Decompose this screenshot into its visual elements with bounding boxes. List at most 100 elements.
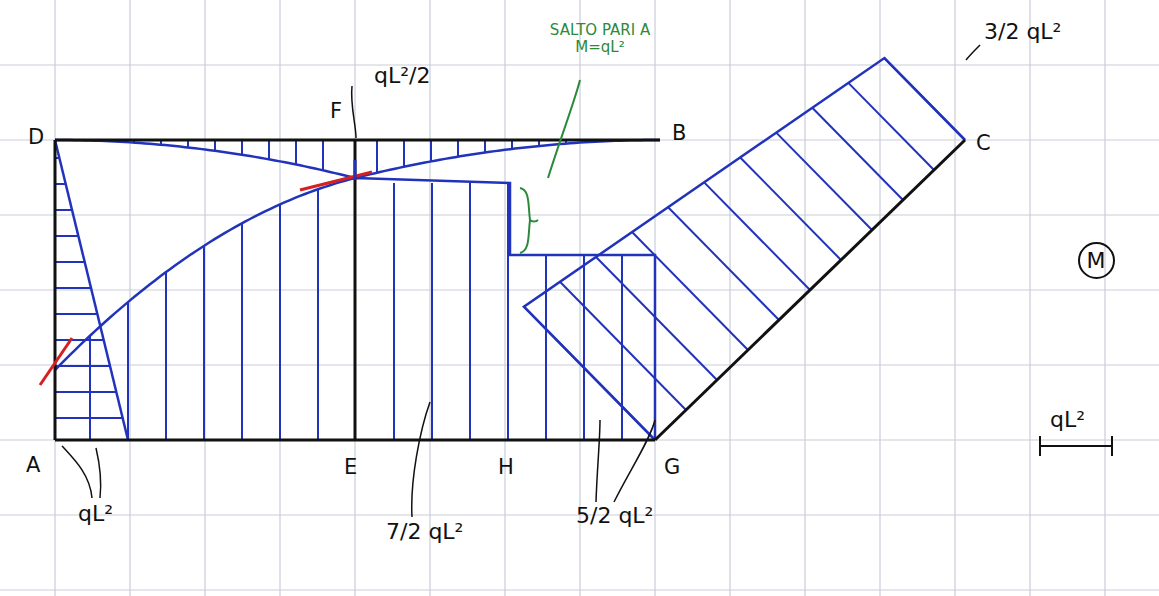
point-label: E [344, 456, 357, 479]
moment-value: 5/2 qL² [576, 504, 653, 528]
scale-tick [1111, 436, 1113, 456]
leader-line [352, 86, 356, 138]
note-text: SALTO PARI A M=qL² [540, 22, 660, 55]
moment-value: 7/2 qL² [386, 520, 463, 544]
grid-line [0, 64, 1159, 65]
grid-line [354, 0, 355, 596]
tangent-mark [40, 338, 72, 385]
point-label: C [976, 132, 991, 155]
hatch-line [214, 140, 216, 151]
hatch-line [165, 272, 167, 440]
hatch-line [740, 157, 841, 260]
beam-db [55, 139, 660, 142]
hatch-line [704, 182, 810, 290]
scale-bar [1040, 445, 1112, 447]
hatch-line [55, 287, 91, 289]
moment-curve [55, 140, 128, 440]
scale-tick [1039, 436, 1041, 456]
hatch-line [203, 246, 205, 440]
circled-symbol: M [1077, 241, 1116, 280]
hatch-line [55, 339, 104, 341]
moment-curve [55, 140, 660, 178]
node-tick [354, 160, 357, 180]
column-da [54, 140, 57, 440]
hatch-line [55, 417, 123, 419]
grid-line [804, 0, 805, 596]
grid-line [54, 0, 55, 596]
column-fe [354, 140, 357, 440]
strut-gc [655, 140, 965, 440]
hatch-line [127, 302, 129, 440]
jump-brace [520, 188, 538, 253]
grid-line [129, 0, 130, 596]
structure-frame [55, 140, 965, 440]
grid-line [279, 0, 280, 596]
hatch-line [55, 365, 110, 367]
annotation-marks [40, 45, 1112, 517]
hatch-line [776, 133, 872, 230]
hatch-line [317, 189, 319, 440]
hatch-line [430, 140, 432, 161]
hatch-line [469, 183, 471, 440]
point-label: A [26, 454, 40, 477]
grid-line [729, 0, 730, 596]
point-label: F [330, 100, 342, 123]
hatch-line [545, 255, 547, 440]
moment-value: qL² [1050, 408, 1085, 432]
hatch-line [583, 255, 585, 440]
point-label: D [28, 126, 44, 149]
hatch-line [55, 183, 66, 185]
moment-value: qL²/2 [374, 64, 430, 88]
hatch-line [55, 391, 116, 393]
grid-line [504, 0, 505, 596]
hatch-line [55, 313, 97, 315]
grid-line [0, 289, 1159, 290]
hatch-line [484, 140, 486, 153]
hatch-line [632, 232, 748, 350]
grid-line [954, 0, 955, 596]
hatch-line [55, 235, 78, 237]
hatch-line [241, 223, 243, 440]
hatch-line [812, 108, 903, 200]
leader-line [548, 80, 580, 178]
grid-line [0, 589, 1159, 590]
hatch-line [89, 336, 91, 440]
hatch-line [668, 207, 779, 320]
moment-value: qL² [78, 502, 113, 526]
tangent-mark [300, 172, 372, 190]
hatch-line [55, 209, 72, 211]
point-label: G [664, 456, 680, 479]
point-label: H [498, 456, 514, 479]
hatch-line [322, 140, 324, 170]
grid-line [0, 439, 1159, 440]
hatch-line [268, 140, 270, 159]
hatch-line [403, 140, 405, 167]
hatch-line [457, 140, 459, 157]
moment-hatching [55, 58, 965, 440]
leader-line [966, 45, 980, 60]
hatch-line [507, 183, 509, 440]
moment-outline [55, 58, 965, 440]
grid-line [1029, 0, 1030, 596]
point-label: B [672, 122, 686, 145]
grid-line [1104, 0, 1105, 596]
symbol-text: M [1077, 241, 1116, 280]
hatch-line [560, 282, 686, 410]
grid-line [429, 0, 430, 596]
leader-line [614, 420, 655, 502]
hatch-line [393, 183, 395, 440]
hatch-line [279, 204, 281, 440]
leader-line [596, 420, 600, 502]
leader-line [96, 448, 101, 498]
moment-curve [524, 58, 965, 440]
hatch-line [295, 140, 297, 165]
hatch-line [431, 183, 433, 440]
grid-line [879, 0, 880, 596]
hatch-line [376, 140, 378, 173]
hatch-line [241, 140, 243, 155]
leader-line [412, 402, 430, 517]
grid-line [204, 0, 205, 596]
moment-value: 3/2 qL² [984, 20, 1061, 44]
